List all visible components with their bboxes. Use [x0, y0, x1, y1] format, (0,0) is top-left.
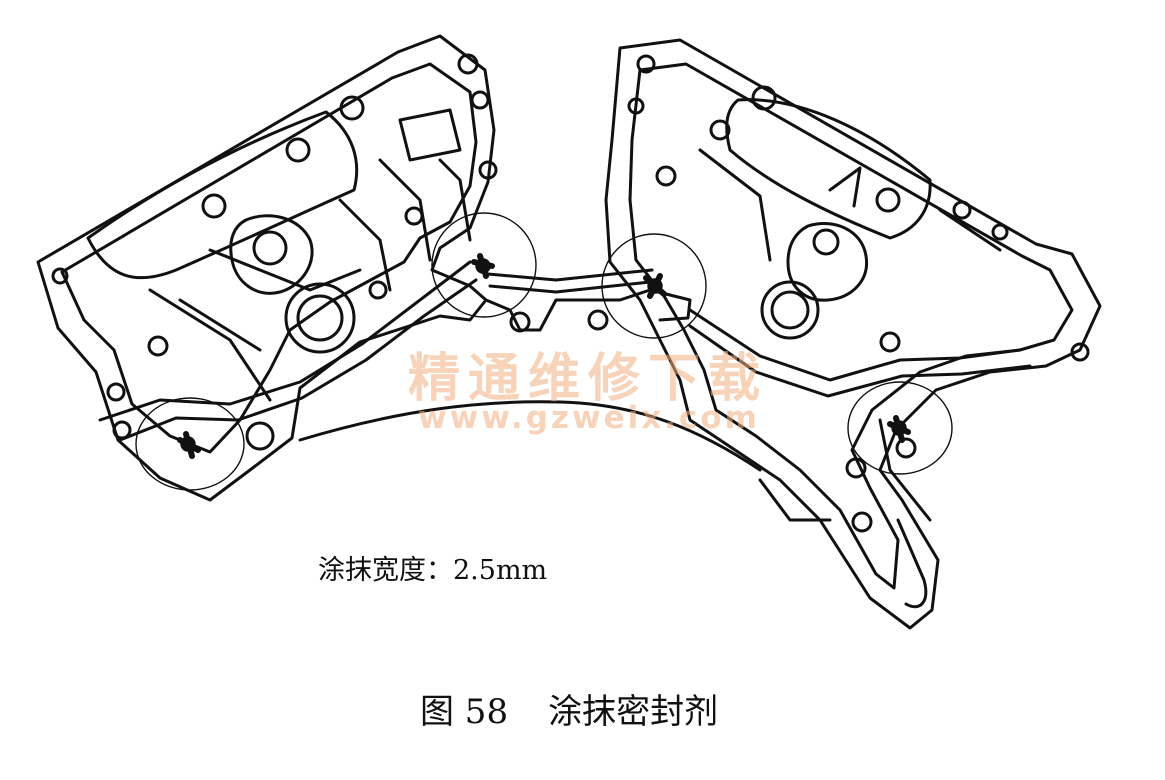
- right-cover-passage: [698, 148, 1002, 522]
- figure-title: 涂抹密封剂: [548, 692, 719, 732]
- bolt-hole: [627, 97, 645, 115]
- bolt-hole: [636, 54, 656, 74]
- bolt-hole: [587, 309, 609, 331]
- bolt-hole: [952, 200, 972, 220]
- left-cover-bore-inner: [296, 294, 344, 342]
- sealant-points: [135, 212, 953, 491]
- bolt-hole: [879, 331, 901, 353]
- figure-number: 图 58: [420, 692, 509, 732]
- left-cover-sealing-flange-inner: [118, 278, 478, 442]
- sealant-point-left-lower: [135, 397, 245, 491]
- sealant-point-left-upper: [431, 212, 537, 318]
- bolt-hole: [147, 335, 169, 357]
- watermark-url: www.gzweix.com: [418, 400, 760, 436]
- bolt-hole: [991, 223, 1009, 241]
- bolt-hole: [252, 230, 288, 266]
- right-cover-bore-inner: [770, 290, 810, 330]
- bolt-hole: [368, 280, 388, 300]
- right-cover-arc-boss: [725, 98, 932, 240]
- bolt-hole: [51, 267, 69, 285]
- bolt-hole: [709, 119, 731, 141]
- right-cover-pump-boss: [786, 222, 869, 302]
- left-cover-sealing-flange: [98, 260, 472, 422]
- bolt-hole: [655, 165, 677, 187]
- bolt-hole: [106, 382, 126, 402]
- right-cover-sealing-flange: [688, 308, 1022, 382]
- sealant-point-right-lower: [847, 381, 953, 475]
- left-cover-passage: [148, 108, 462, 402]
- bolt-hole: [201, 193, 227, 219]
- left-cover-outline: [36, 34, 496, 502]
- left-cover-bore: [284, 282, 356, 354]
- bolt-hole: [457, 53, 479, 75]
- bolt-hole: [404, 206, 424, 226]
- bolt-hole: [845, 457, 867, 479]
- bolt-hole: [895, 437, 917, 459]
- bolt-hole: [851, 511, 873, 533]
- left-cover-half: [36, 34, 498, 502]
- center-bridge-flange: [486, 268, 654, 294]
- left-cover-rib: [338, 158, 472, 292]
- bolt-hole: [812, 228, 840, 256]
- bolt-hole: [751, 85, 777, 111]
- bolt-hole: [1070, 342, 1090, 362]
- application-width-note: 涂抹宽度：2.5mm: [318, 555, 548, 586]
- bolt-hole: [509, 311, 531, 333]
- left-cover-arc-boss: [86, 110, 359, 280]
- right-cover-hook: [896, 518, 928, 609]
- sealant-point-center: [601, 233, 707, 339]
- watermark-text: 精通维修下载: [408, 349, 769, 409]
- left-cover-inner-rim: [60, 62, 478, 454]
- bolt-hole: [478, 160, 498, 180]
- bolt-hole: [112, 420, 132, 440]
- center-bridge-lower-arc: [298, 400, 762, 472]
- right-cover-outline: [604, 38, 1102, 630]
- bolt-hole: [875, 187, 901, 213]
- figure-caption: 图 58 涂抹密封剂: [420, 684, 718, 733]
- center-bridge-outline: [484, 288, 692, 332]
- right-cover-half: [604, 38, 1102, 630]
- bolt-hole: [339, 95, 365, 121]
- bolt-hole: [245, 421, 275, 451]
- right-cover-inner-rim: [628, 62, 1074, 590]
- bolt-hole: [470, 90, 490, 110]
- right-cover-bore: [760, 280, 820, 340]
- left-cover-pump-boss: [229, 214, 314, 295]
- right-cover-sealing-flange-inner: [688, 324, 1032, 398]
- bolt-hole: [285, 137, 311, 163]
